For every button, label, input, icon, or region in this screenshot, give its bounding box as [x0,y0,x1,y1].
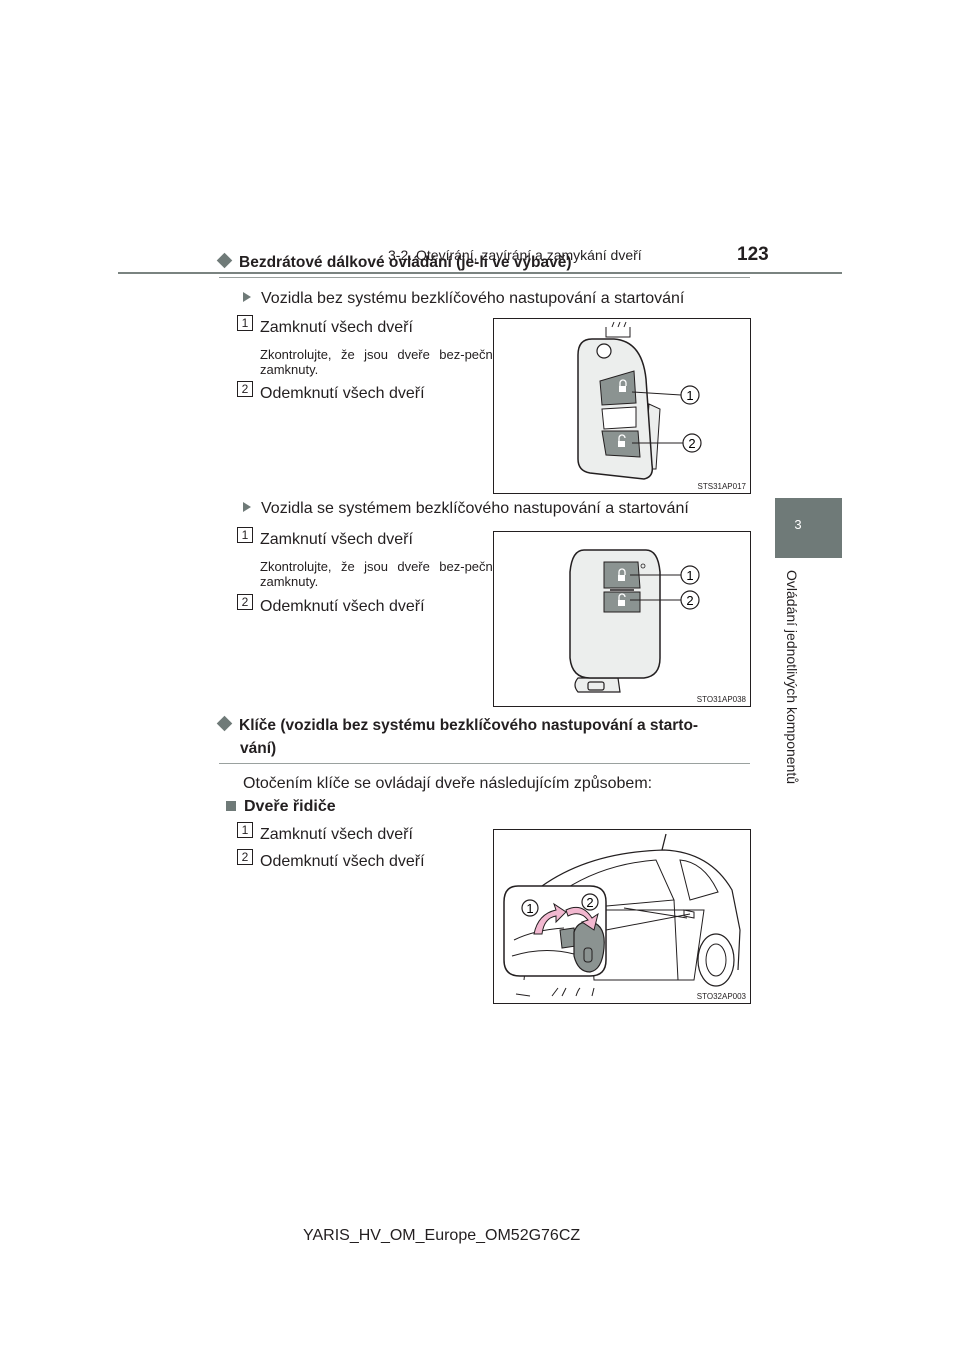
svg-text:2: 2 [688,436,695,451]
intro-text: Otočením klíče se ovládají dveře následu… [243,775,653,792]
figure-id: STO31AP038 [696,695,746,704]
triangle-bullet-icon [243,292,251,302]
callout-number-2: 2 [237,849,253,865]
diamond-bullet-icon [216,252,233,269]
running-header-section: 3-2. Otevírání, zavírání a zamykání dveř… [388,247,642,263]
figure-door-key-cylinder: 1 2 STO32AP003 [493,829,751,1004]
section-title-remote: Bezdrátové dálkové ovládání (je-li ve vý… [216,252,572,272]
header-divider [118,272,842,274]
section-title-keys: Klíče (vozidla bez systému bezklíčového … [216,715,698,735]
sub-heading-drivers-door: Dveře řidiče [226,798,336,816]
callout-number-2: 2 [237,381,253,397]
flip-key-illustration: 1 2 [577,321,702,480]
figure-flip-key-remote: 1 2 STS31AP017 [493,318,751,494]
item-note: Zkontrolujte, že jsou dveře bez-pečně za… [260,347,500,377]
section-rule [219,763,750,764]
figure-id: STS31AP017 [697,482,746,491]
item-unlock-all-doors: Odemknutí všech dveří [260,385,425,402]
figure-smart-key-remote: 1 2 STO31AP038 [493,531,751,707]
subsection-heading-no-smart-entry: Vozidla bez systému bezklíčového nastupo… [243,290,684,308]
car-door-illustration: 1 2 [503,833,741,997]
section-rule [219,277,750,278]
chapter-tab [775,498,842,558]
square-bullet-icon [226,801,236,811]
page-number: 123 [737,244,769,265]
subsection-heading-smart-entry: Vozidla se systémem bezklíčového nastupo… [243,500,689,518]
item-lock-all-doors: Zamknutí všech dveří [260,319,413,336]
callout-number-2: 2 [237,594,253,610]
item-unlock-all-doors: Odemknutí všech dveří [260,598,425,615]
svg-text:2: 2 [586,895,593,910]
svg-text:1: 1 [686,388,693,403]
svg-text:1: 1 [526,901,533,916]
item-unlock-all-doors: Odemknutí všech dveří [260,853,425,870]
callout-number-1: 1 [237,822,253,838]
triangle-bullet-icon [243,502,251,512]
section-title-keys-line2: vání) [240,740,277,757]
item-lock-all-doors: Zamknutí všech dveří [260,826,413,843]
item-note: Zkontrolujte, že jsou dveře bez-pečně za… [260,559,500,589]
figure-id: STO32AP003 [696,992,746,1001]
chapter-title: Ovládání jednotlivých komponentů [784,570,800,785]
svg-text:1: 1 [686,568,693,583]
item-lock-all-doors: Zamknutí všech dveří [260,531,413,548]
svg-text:2: 2 [686,593,693,608]
diamond-bullet-icon [216,715,233,732]
chapter-number: 3 [794,517,802,532]
callout-number-1: 1 [237,315,253,331]
smart-key-illustration: 1 2 [569,549,700,693]
callout-number-1: 1 [237,527,253,543]
document-footer-code: YARIS_HV_OM_Europe_OM52G76CZ [303,1227,581,1244]
